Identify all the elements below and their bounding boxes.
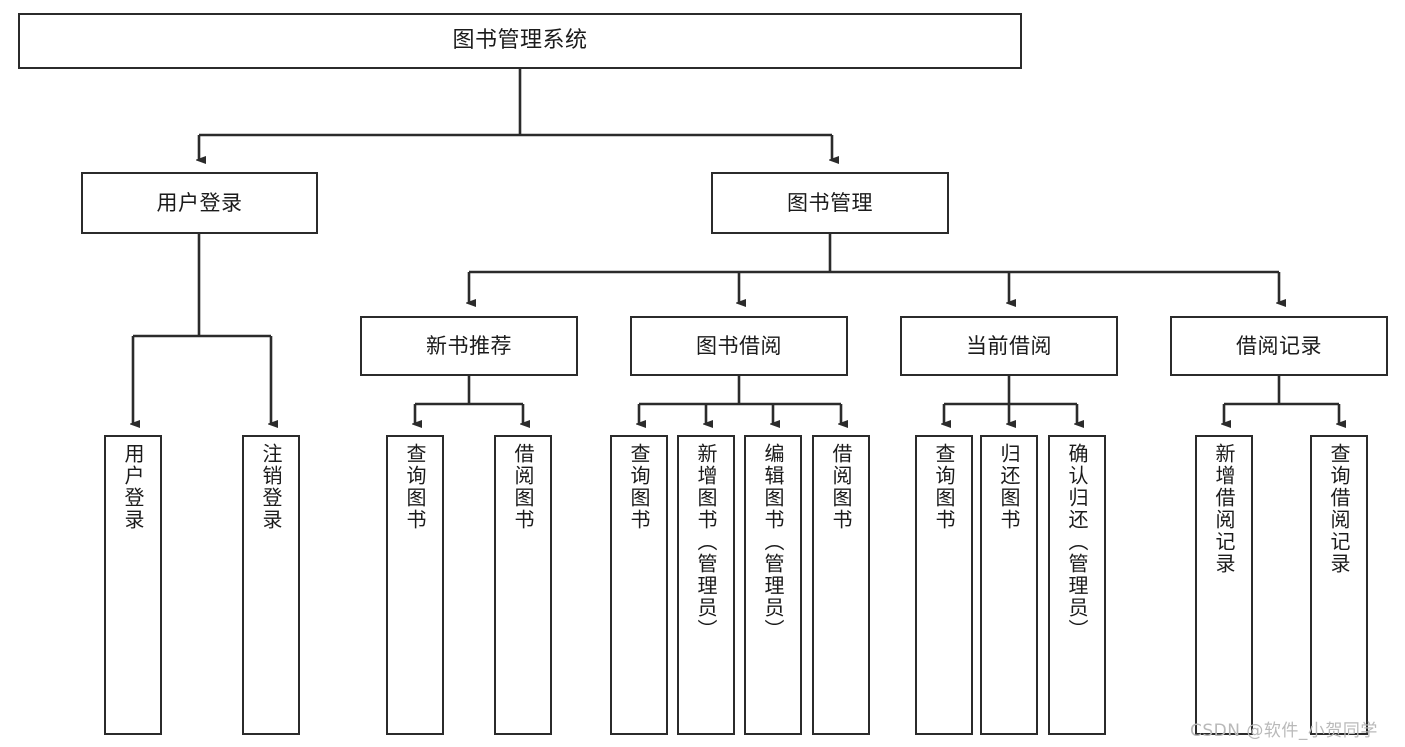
node-label: 查询借阅记录 [1327,443,1351,575]
node-borrow-records[interactable]: 借阅记录 [1170,316,1388,376]
node-label: 查询图书 [627,443,651,531]
csdn-watermark: CSDN @软件_小贺同学 [1190,721,1378,741]
node-label: 新书推荐 [426,333,512,358]
node-user-login[interactable]: 用户登录 [81,172,318,234]
node-label: 图书管理系统 [452,28,588,54]
node-label: 查询图书 [932,443,956,531]
leaf-query-borrow-record[interactable]: 查询借阅记录 [1310,435,1368,735]
node-label: 用户登录 [156,190,243,215]
leaf-return-book[interactable]: 归还图书 [980,435,1038,735]
leaf-logout[interactable]: 注销登录 [242,435,300,735]
node-label: 注销登录 [259,443,283,531]
node-label: 新增图书（管理员） [694,443,718,641]
leaf-edit-book-admin[interactable]: 编辑图书（管理员） [744,435,802,735]
node-new-book-recommend[interactable]: 新书推荐 [360,316,578,376]
node-label: 借阅图书 [511,443,535,531]
leaf-query-book-current[interactable]: 查询图书 [915,435,973,735]
node-label: 查询图书 [403,443,427,531]
leaf-user-login[interactable]: 用户登录 [104,435,162,735]
node-root-system[interactable]: 图书管理系统 [18,13,1022,69]
node-label: 借阅记录 [1236,333,1322,358]
node-label: 图书管理 [787,190,873,215]
node-label: 用户登录 [121,443,145,531]
leaf-borrow-book-new[interactable]: 借阅图书 [494,435,552,735]
leaf-borrow-book[interactable]: 借阅图书 [812,435,870,735]
leaf-query-book-borrow[interactable]: 查询图书 [610,435,668,735]
leaf-add-book-admin[interactable]: 新增图书（管理员） [677,435,735,735]
node-current-borrow[interactable]: 当前借阅 [900,316,1118,376]
leaf-confirm-return-admin[interactable]: 确认归还（管理员） [1048,435,1106,735]
node-label: 图书借阅 [696,333,782,358]
leaf-add-borrow-record[interactable]: 新增借阅记录 [1195,435,1253,735]
node-label: 归还图书 [997,443,1021,531]
node-book-management[interactable]: 图书管理 [711,172,949,234]
leaf-query-book-new[interactable]: 查询图书 [386,435,444,735]
node-label: 当前借阅 [966,333,1052,358]
node-label: 编辑图书（管理员） [761,443,785,641]
node-label: 借阅图书 [829,443,853,531]
node-book-borrow[interactable]: 图书借阅 [630,316,848,376]
node-label: 确认归还（管理员） [1065,443,1089,641]
node-label: 新增借阅记录 [1212,443,1236,575]
